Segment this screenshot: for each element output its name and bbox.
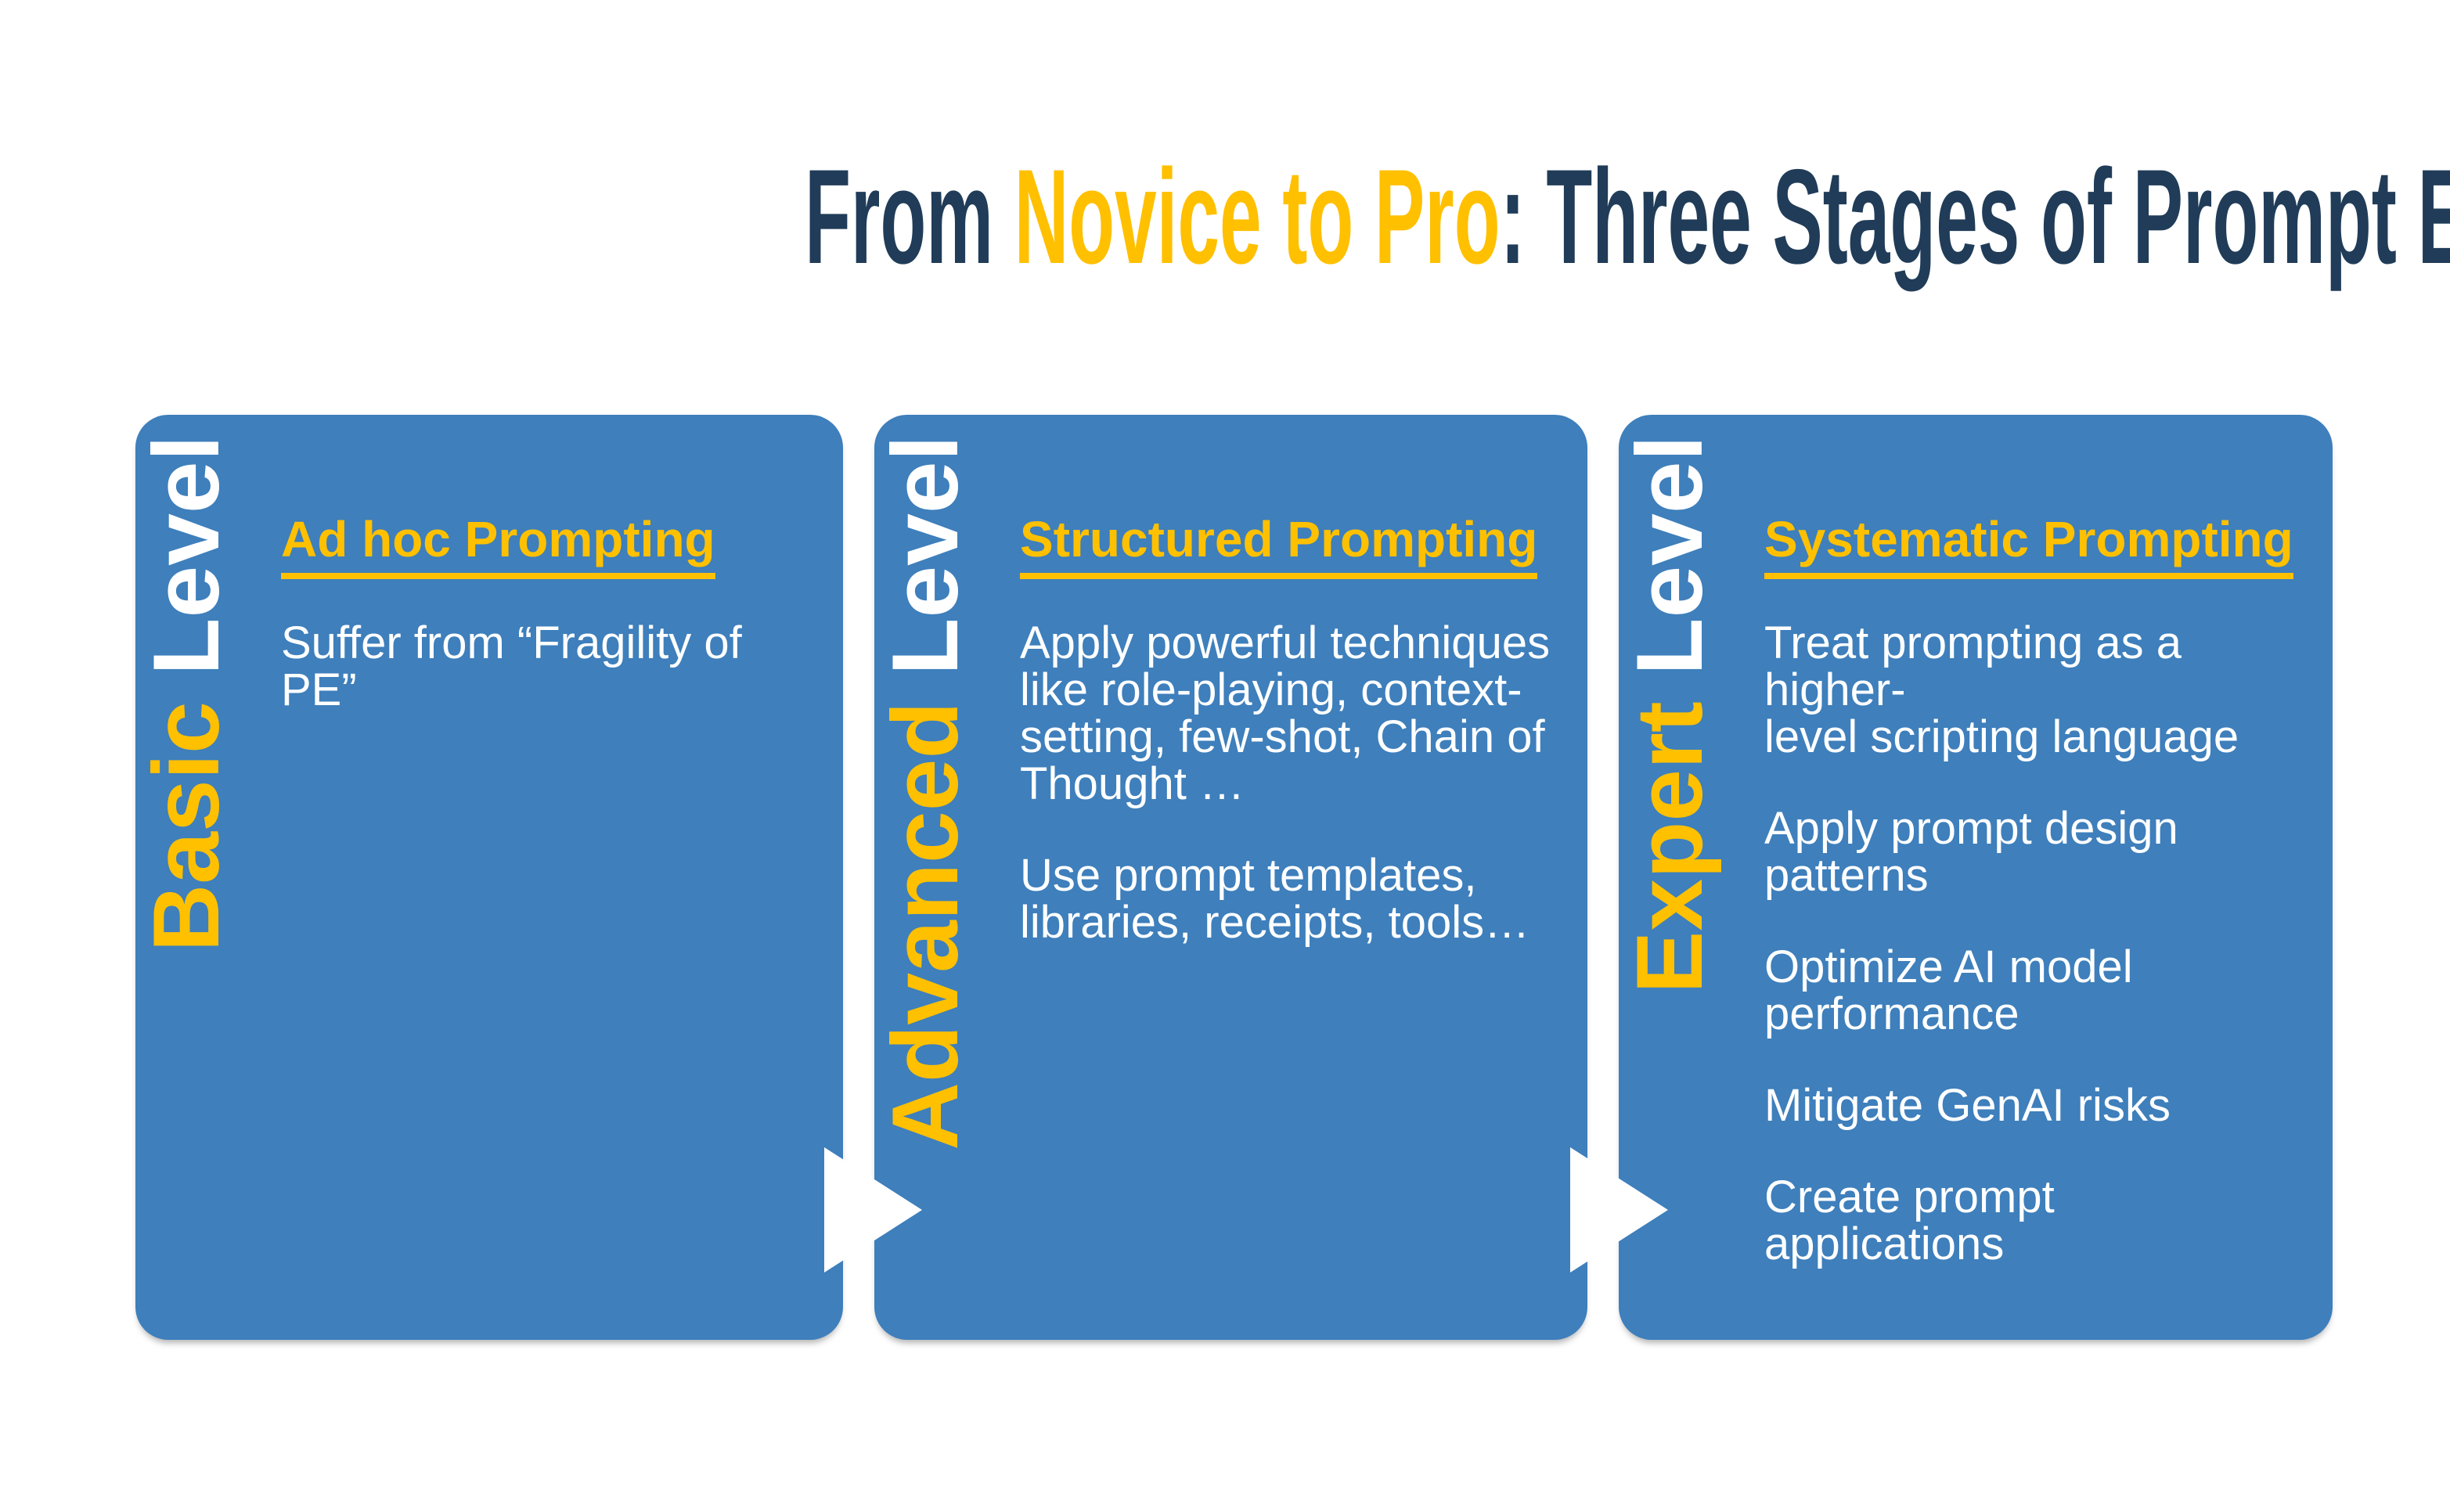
card-paragraph: Create prompt applications: [1764, 1172, 2055, 1269]
card-content: Systematic Prompting Treat prompting as …: [1764, 509, 2300, 1312]
card-heading: Structured Prompting: [1020, 509, 1555, 579]
expert-level-vertical-label: Expert Level: [1617, 435, 1722, 994]
card-paragraph: Apply powerful techniques like role-play…: [1020, 617, 1551, 809]
card-paragraph: Apply prompt design patterns: [1764, 803, 2178, 901]
advanced-level-vertical-label: Advanced Level: [873, 435, 978, 1150]
right-arrow-icon: [824, 1147, 922, 1273]
card-paragraph: Suffer from “Fragility of PE”: [281, 617, 742, 715]
level-word: Level: [1617, 435, 1722, 675]
card-paragraph: Optimize AI model performance: [1764, 941, 2133, 1039]
level-name: Advanced: [873, 701, 978, 1150]
level-name: Basic: [134, 701, 239, 952]
card-heading-text: Systematic Prompting: [1764, 509, 2293, 579]
title-suffix: : Three Stages of Prompt Engineering: [1500, 142, 2450, 292]
card-heading-text: Structured Prompting: [1020, 509, 1538, 579]
title-row: From Novice to Pro: Three Stages of Prom…: [0, 149, 2450, 284]
card-paragraph: Treat prompting as a higher- level scrip…: [1764, 617, 2239, 762]
stage-card-expert: Expert Level Systematic Prompting Treat …: [1617, 415, 2333, 1340]
level-name: Expert: [1617, 701, 1722, 994]
stage-card-advanced: Advanced Level Structured Prompting Appl…: [873, 415, 1587, 1340]
card-heading: Systematic Prompting: [1764, 509, 2300, 579]
basic-level-vertical-label: Basic Level: [134, 435, 239, 952]
card-content: Structured Prompting Apply powerful tech…: [1020, 509, 1555, 991]
card-paragraph: Use prompt templates, libraries, receipt…: [1020, 850, 1530, 948]
title-prefix: From: [805, 142, 1014, 292]
right-arrow-icon: [1570, 1147, 1668, 1273]
card-heading-text: Ad hoc Prompting: [281, 509, 715, 579]
level-word: Level: [873, 435, 978, 675]
card-content: Ad hoc Prompting Suffer from “Fragility …: [281, 509, 810, 758]
page-title: From Novice to Pro: Three Stages of Prom…: [805, 149, 2450, 284]
level-word: Level: [134, 435, 239, 675]
card-heading: Ad hoc Prompting: [281, 509, 810, 579]
stage-card-basic: Basic Level Ad hoc Prompting Suffer from…: [134, 415, 843, 1340]
card-paragraph: Mitigate GenAI risks: [1764, 1080, 2171, 1131]
title-highlight: Novice to Pro: [1014, 142, 1501, 292]
